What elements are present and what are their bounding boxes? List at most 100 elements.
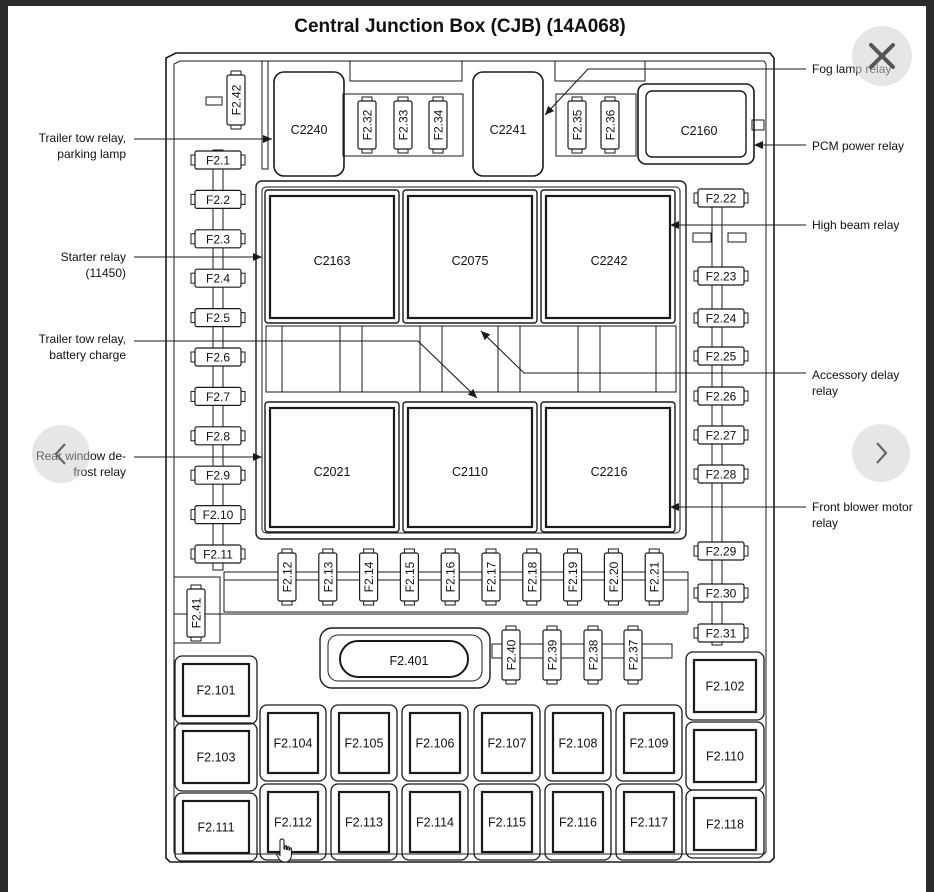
fuse-f216: F2.16 — [440, 548, 460, 606]
fuse-f226: F2.26 — [693, 386, 749, 406]
fuse-f217: F2.17 — [481, 548, 501, 606]
fuse-f242-label: F2.42 — [230, 84, 244, 115]
callout-starter-line-1: Starter relay — [61, 250, 126, 264]
fuse-f234-label: F2.34 — [432, 109, 446, 140]
fuse-f238: F2.38 — [583, 625, 603, 685]
connector-c2241-label: C2241 — [490, 123, 527, 137]
next-image-button[interactable] — [852, 424, 910, 482]
fuse-f241: F2.41 — [186, 584, 206, 642]
relay-c2163 — [264, 189, 400, 324]
fuse-f22: F2.2 — [190, 189, 246, 209]
relay-c2021 — [264, 401, 400, 533]
callout-blower-line-1: Front blower motor — [812, 500, 913, 514]
fuse-f242: F2.42 — [226, 70, 246, 130]
cjb-diagram: Central Junction Box (CJB) (14A068) C224… — [36, 16, 913, 863]
fuse-f234: F2.34 — [428, 96, 448, 154]
relay-c2242-label: C2242 — [591, 254, 628, 268]
fuse-f214: F2.14 — [359, 548, 379, 606]
fuse-f233-label: F2.33 — [397, 109, 411, 140]
top-left-frame — [261, 60, 269, 170]
fuse-f27: F2.7 — [190, 386, 246, 406]
fuse-f2103: F2.103 — [174, 722, 258, 792]
fuse-f232-label: F2.32 — [361, 109, 375, 140]
accessory-delay-relay-strip — [265, 325, 677, 393]
fuse-f215: F2.15 — [399, 548, 419, 606]
fuse-f2109-label: F2.109 — [630, 737, 669, 751]
right-rail — [711, 189, 723, 646]
relay-c2163-label: C2163 — [314, 254, 351, 268]
top-fuse-holder-left — [342, 93, 464, 157]
connector-c2240-label: C2240 — [291, 123, 328, 137]
fuse-f2118: F2.118 — [685, 789, 765, 859]
fuse-f26: F2.6 — [190, 347, 246, 367]
fuse-f218-label: F2.18 — [525, 561, 539, 592]
callout-blower-line-2: relay — [812, 516, 838, 530]
fuse-f24-label: F2.4 — [206, 272, 230, 286]
fuse-f2116-label: F2.116 — [559, 816, 597, 830]
fuse-f2401-label: F2.401 — [390, 654, 429, 668]
fuse-f237-label: F2.37 — [627, 639, 641, 670]
top-fuse-holder-right — [555, 93, 637, 157]
top-slot-1 — [349, 60, 463, 82]
fuse-f2111: F2.111 — [174, 792, 258, 862]
callout-fog-arrowhead — [545, 105, 555, 115]
fuse-f22-label: F2.2 — [206, 193, 230, 207]
callout-accessory-arrowhead — [481, 331, 491, 341]
fuse-f2115-label: F2.115 — [488, 816, 526, 830]
relay-frame-inner — [261, 186, 681, 534]
fuse-f218: F2.18 — [522, 548, 542, 606]
fuse-f2112-label: F2.112 — [274, 816, 312, 830]
fuse-f217-label: F2.17 — [485, 561, 499, 592]
callout-starter-line-2: (11450) — [86, 266, 126, 280]
relay-c2216 — [540, 401, 676, 533]
fuse-f2112: F2.112 — [259, 783, 327, 861]
right-slot-b — [727, 232, 747, 243]
callout-accessory-leader — [480, 330, 806, 374]
connector-c2240 — [273, 71, 345, 177]
relay-c2242 — [540, 189, 676, 324]
connector-c2160-label: C2160 — [681, 124, 718, 138]
relay-c2021-label: C2021 — [314, 465, 351, 479]
lower-left-frame — [173, 576, 221, 644]
fuse-f239: F2.39 — [542, 625, 562, 685]
callout-pcm-line-1: PCM power relay — [812, 139, 904, 153]
fuse-f236: F2.36 — [600, 96, 620, 154]
callout-rear-defrost-arrowhead — [253, 453, 262, 461]
fuse-f2401 — [339, 640, 469, 678]
fuse-f235-label: F2.35 — [571, 109, 585, 140]
fuse-f215-label: F2.15 — [403, 561, 417, 592]
housing-outline — [165, 52, 775, 863]
fuse-f24: F2.4 — [190, 268, 246, 288]
fuse-f2115: F2.115 — [473, 783, 541, 861]
fuse-f212: F2.12 — [277, 548, 297, 606]
fuse-f2108: F2.108 — [544, 704, 612, 782]
callout-trailer-park-arrowhead — [263, 135, 272, 143]
relay-strip-dividers — [281, 326, 657, 392]
connector-c2160 — [645, 90, 747, 158]
callout-trailer-batt-line-1: Trailer tow relay, — [39, 332, 126, 346]
chevron-left-icon — [54, 443, 66, 465]
fuse-f26-label: F2.6 — [206, 351, 230, 365]
close-icon — [869, 43, 895, 69]
fuse-f220-label: F2.20 — [607, 561, 621, 592]
fuse-f21: F2.1 — [190, 150, 246, 170]
fuse-f21-label: F2.1 — [206, 154, 230, 168]
fuse-f214-label: F2.14 — [362, 561, 376, 592]
fuse-f25: F2.5 — [190, 308, 246, 328]
fuse-f230: F2.30 — [693, 583, 749, 603]
fuse-f231-label: F2.31 — [706, 627, 737, 641]
fuse-f232: F2.32 — [357, 96, 377, 154]
fuse-f236-label: F2.36 — [604, 109, 618, 140]
previous-image-button[interactable] — [32, 425, 90, 483]
fuse-f2107-label: F2.107 — [488, 737, 527, 751]
close-button[interactable] — [852, 26, 912, 86]
mid-fuse-strip — [491, 643, 673, 659]
callout-trailer-batt-leader — [134, 340, 478, 399]
fuse-f220: F2.20 — [603, 548, 624, 606]
fuse-f233: F2.33 — [393, 96, 413, 154]
fuse-f235: F2.35 — [567, 96, 587, 154]
fuse-f29-label: F2.9 — [206, 469, 230, 483]
fuse-f213: F2.13 — [318, 548, 338, 606]
